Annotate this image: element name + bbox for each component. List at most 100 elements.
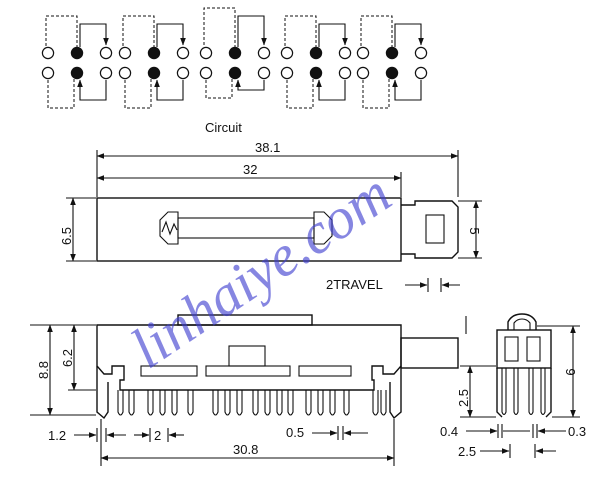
circuit-solid-link — [316, 79, 346, 101]
pin — [224, 390, 231, 416]
dim-side-pin-width-right-label: 0.3 — [568, 424, 586, 439]
end-lug-left — [96, 366, 109, 420]
top-actuator — [401, 200, 459, 259]
pin — [171, 390, 178, 416]
circuit-diagram — [41, 7, 428, 109]
circuit-switch — [199, 7, 271, 99]
circuit-common-terminal — [385, 66, 399, 80]
circuit-switch — [41, 15, 113, 109]
circuit-terminal — [118, 66, 132, 80]
circuit-switch — [280, 15, 352, 109]
circuit-switch — [356, 15, 428, 109]
front-body-outline — [96, 324, 402, 391]
dim-pin-span-label: 30.8 — [233, 442, 258, 457]
circuit-dashed-link — [45, 15, 78, 53]
front-actuator — [400, 337, 459, 369]
slider-left-cap — [159, 211, 179, 245]
circuit-dashed-link — [203, 7, 236, 53]
circuit-common-terminal — [70, 66, 84, 80]
pin — [380, 390, 387, 416]
end-lug-right — [389, 366, 402, 420]
circuit-terminal — [176, 46, 190, 60]
dim-side-pin-width-left-label: 0.4 — [440, 424, 458, 439]
circuit-dashed-link — [47, 79, 75, 109]
dim-pin-width-label: 0.5 — [286, 425, 304, 440]
circuit-solid-link — [237, 15, 267, 47]
side-window-right — [526, 336, 541, 362]
pin — [187, 390, 194, 416]
circuit-terminal — [118, 46, 132, 60]
circuit-common-terminal — [228, 66, 242, 80]
circuit-terminal — [414, 66, 428, 80]
circuit-common-terminal — [147, 66, 161, 80]
circuit-terminal — [280, 66, 294, 80]
circuit-terminal — [199, 46, 213, 60]
pin — [276, 390, 283, 416]
circuit-common-terminal — [385, 46, 399, 60]
dim-actuator-width-label: 5 — [467, 227, 482, 234]
pin — [287, 390, 294, 416]
side-view: 9 2.5 0.4 0.3 2.5 — [440, 313, 586, 459]
circuit-terminal — [356, 66, 370, 80]
circuit-terminal — [176, 66, 190, 80]
dim-body-length-label: 32 — [243, 162, 257, 177]
circuit-dashed-link — [205, 79, 233, 99]
circuit-terminal — [199, 66, 213, 80]
side-frame-left — [496, 368, 503, 418]
circuit-common-terminal — [309, 66, 323, 80]
actuator-window — [425, 214, 445, 244]
dim-pin-offset-label: 1.2 — [48, 428, 66, 443]
dim-body-side-height-label: 6.2 — [60, 349, 75, 367]
watermark-text: linhaiye.com — [119, 160, 402, 381]
pin — [252, 390, 259, 416]
circuit-terminal — [99, 66, 113, 80]
circuit-common-terminal — [147, 46, 161, 60]
pin — [159, 390, 166, 416]
circuit-dashed-link — [284, 15, 317, 53]
circuit-terminal — [414, 46, 428, 60]
dim-pin-pitch-label: 2 — [154, 428, 161, 443]
side-top-loop — [507, 313, 537, 330]
circuit-dashed-link — [360, 15, 393, 53]
front-view: 8.8 6.2 1.2 2 0.5 30.8 — [30, 314, 459, 466]
circuit-terminal — [338, 46, 352, 60]
slider-right-cap — [313, 211, 333, 245]
circuit-terminal — [41, 66, 55, 80]
circuit-solid-link — [154, 79, 184, 101]
contact-block — [140, 365, 198, 377]
circuit-common-terminal — [228, 46, 242, 60]
dim-total-height-label: 8.8 — [36, 361, 51, 379]
pin — [264, 390, 271, 416]
circuit-terminal — [338, 66, 352, 80]
dim-side-pin-pitch-label: 2.5 — [458, 444, 476, 459]
center-slider-tab — [228, 345, 266, 367]
dim-travel-label: 2TRAVEL — [326, 277, 383, 292]
circuit-dashed-link — [124, 79, 152, 109]
side-pin — [501, 368, 507, 416]
circuit-terminal — [99, 46, 113, 60]
circuit-terminal — [257, 46, 271, 60]
circuit-dashed-link — [362, 79, 390, 109]
circuit-terminal — [41, 46, 55, 60]
side-pin — [540, 368, 546, 416]
circuit-switch — [118, 15, 190, 109]
pin — [236, 390, 243, 416]
dim-side-height-label: 9 — [563, 368, 578, 375]
contact-block — [298, 365, 352, 377]
side-pin — [528, 368, 534, 416]
circuit-terminal — [280, 46, 294, 60]
pin — [317, 390, 324, 416]
circuit-terminal — [356, 46, 370, 60]
side-pins — [496, 368, 552, 418]
circuit-terminal — [257, 66, 271, 80]
dim-body-height-label: 6.5 — [59, 227, 74, 245]
circuit-dashed-link — [286, 79, 314, 109]
circuit-solid-link — [79, 23, 109, 47]
circuit-caption: Circuit — [205, 120, 242, 135]
top-view: 38.1 32 6.5 5 2TRAVEL — [59, 140, 482, 292]
pin — [343, 390, 350, 416]
pin — [128, 390, 135, 416]
dim-side-pin-height-label: 2.5 — [456, 389, 471, 407]
